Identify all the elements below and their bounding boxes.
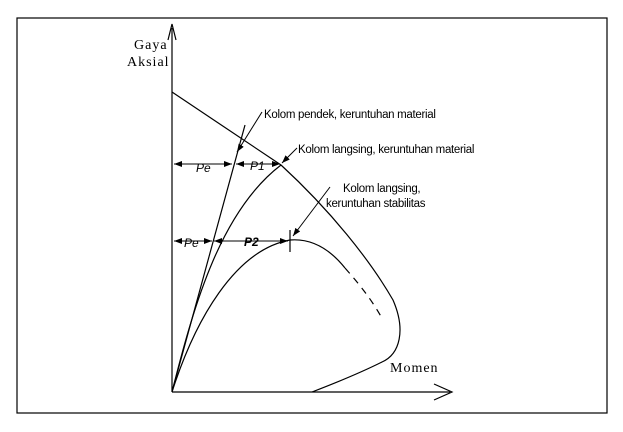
slender-material-leader xyxy=(281,147,298,164)
slender-stability-leader xyxy=(292,186,331,237)
pe-lower-label: Pe xyxy=(184,236,199,250)
diagram-frame xyxy=(16,17,608,414)
slender-stability-callout-line2: keruntuhan stabilitas xyxy=(326,198,426,210)
y-axis-arrowhead xyxy=(167,23,177,41)
y-axis-label-line1: Gaya xyxy=(134,38,168,53)
slender-stability-load-path xyxy=(171,239,346,393)
y-axis-label-line2: Aksial xyxy=(127,55,170,70)
short-column-leader xyxy=(236,111,263,153)
slender-stability-dashed-continuation xyxy=(344,267,384,321)
material-failure-envelope xyxy=(171,91,401,393)
x-axis-arrowhead xyxy=(433,383,454,401)
pe-upper-label: Pe xyxy=(196,161,211,175)
slender-material-load-path xyxy=(171,164,282,393)
x-axis-label: Momen xyxy=(390,361,439,376)
p2-label: P2 xyxy=(244,235,259,249)
slender-material-callout: Kolom langsing, keruntuhan material xyxy=(298,144,474,156)
p1-label: P1 xyxy=(250,159,265,173)
short-column-callout: Kolom pendek, keruntuhan material xyxy=(264,109,436,121)
slender-stability-callout-line1: Kolom langsing, xyxy=(343,183,420,195)
